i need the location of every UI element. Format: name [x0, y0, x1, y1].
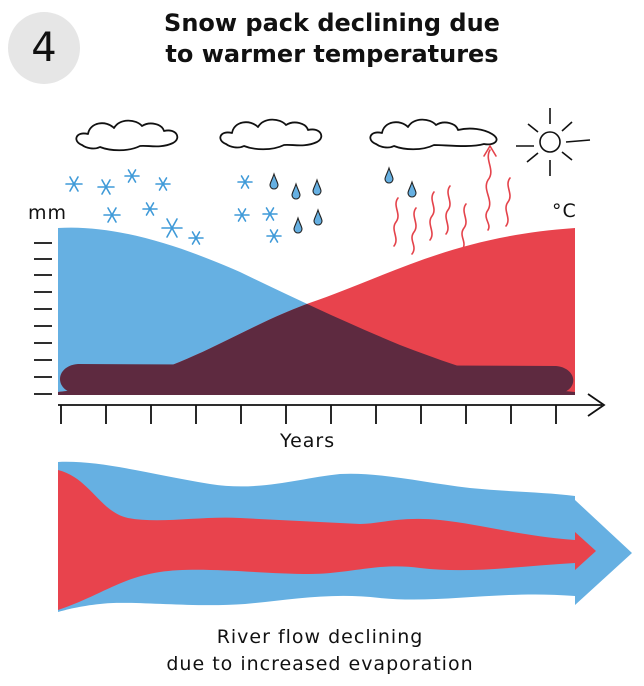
raindrop-icon	[312, 178, 322, 196]
caption-line-1: River flow declining	[216, 626, 424, 648]
title-line-1: Snow pack declining due	[164, 9, 500, 37]
sun-icon	[516, 108, 591, 176]
snowflake-icon	[97, 179, 115, 195]
x-axis	[58, 393, 606, 424]
y-left-unit-label: mm	[28, 202, 68, 224]
heat-wave-icon	[461, 203, 467, 251]
cloud-icon	[219, 118, 323, 151]
heat-wave-icon	[411, 207, 417, 255]
heat-wave-icon	[505, 177, 511, 227]
snowflake-icon	[65, 176, 83, 192]
snowflake-icon	[142, 202, 158, 216]
river-caption: River flow declining due to increased ev…	[120, 624, 520, 678]
snowflake-icon	[266, 229, 282, 243]
heat-wave-icon	[445, 185, 451, 235]
step-number-badge: 4	[8, 12, 80, 84]
cloud-icon	[369, 118, 498, 151]
raindrop-icon	[291, 182, 301, 200]
snowflake-icon	[124, 169, 140, 183]
title-line-2: to warmer temperatures	[165, 40, 499, 68]
caption-line-2: due to increased evaporation	[166, 653, 474, 675]
river-inner-flow	[58, 470, 596, 610]
raindrop-icon	[407, 180, 417, 198]
snowflake-icon	[103, 207, 121, 223]
heat-wave-icon	[485, 149, 492, 231]
snowflake-icon	[155, 177, 171, 191]
y-axis	[34, 242, 52, 395]
raindrop-icon	[384, 166, 394, 184]
snowflake-icon	[188, 231, 204, 245]
snowflake-icon	[237, 175, 253, 189]
snowflake-icon	[234, 208, 250, 222]
diagram-title: Snow pack declining due to warmer temper…	[110, 8, 554, 70]
raindrop-icon	[269, 172, 279, 190]
x-axis-label: Years	[280, 430, 336, 452]
step-number: 4	[31, 25, 57, 71]
cloud-icon	[75, 119, 179, 152]
y-right-unit-label: °C	[552, 200, 577, 222]
raindrop-icon	[293, 216, 303, 234]
heat-wave-icon	[429, 191, 435, 241]
snowflake-icon	[161, 218, 183, 238]
heat-wave-icon	[393, 197, 399, 247]
raindrop-icon	[313, 208, 323, 226]
snowpack-reservoir	[60, 364, 574, 394]
snowflake-icon	[262, 207, 278, 221]
